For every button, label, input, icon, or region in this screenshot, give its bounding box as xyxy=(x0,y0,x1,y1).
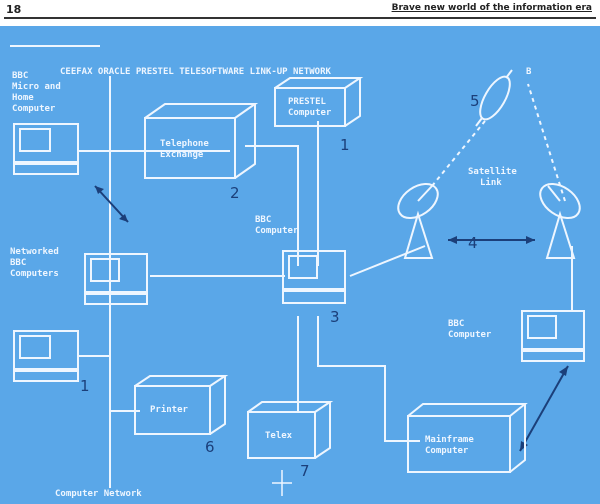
connection-lines xyxy=(78,76,573,474)
arrows xyxy=(94,185,569,452)
number-4: 4 xyxy=(468,234,478,252)
bbc-top-computer: BBC Micro and Home Computer xyxy=(12,71,79,175)
satellite-icon: 5 Satellite Link xyxy=(468,69,517,188)
telephone-exchange-node: Telephone Exchange 2 xyxy=(144,103,259,202)
line-exchange-center xyxy=(245,145,299,266)
dish-right-icon xyxy=(539,182,581,259)
svg-text:Exchange: Exchange xyxy=(160,150,204,160)
diagram-caption: CEEFAX ORACLE PRESTEL TELESOFTWARE LINK-… xyxy=(60,67,332,77)
svg-text:Satellite: Satellite xyxy=(468,166,517,177)
number-1-top: 1 xyxy=(340,136,350,154)
number-1-left: 1 xyxy=(80,377,90,395)
svg-text:Computers: Computers xyxy=(10,269,59,279)
running-title: Brave new world of the information era xyxy=(391,3,592,13)
bbc-center-node: BBC Computer 3 xyxy=(255,215,346,326)
svg-text:Telephone: Telephone xyxy=(160,139,209,149)
number-7: 7 xyxy=(300,462,310,480)
line-center-mainframe xyxy=(317,316,420,442)
networked-bbc-node: Networked BBC Computers xyxy=(10,247,148,305)
line-dish-satellite-right xyxy=(527,83,566,202)
number-2: 2 xyxy=(230,184,240,202)
svg-text:Mainframe: Mainframe xyxy=(425,434,474,445)
arrow-bbc-networked xyxy=(94,185,129,223)
svg-text:BBC: BBC xyxy=(10,258,26,268)
bbc-right-node: BBC Computer xyxy=(448,310,585,362)
mainframe-node: Mainframe Computer xyxy=(407,403,528,473)
svg-text:Link: Link xyxy=(480,177,502,188)
svg-text:Printer: Printer xyxy=(150,404,189,415)
number-5: 5 xyxy=(470,92,480,110)
printer-node: Printer 6 xyxy=(134,375,229,456)
page-header: 18 Brave new world of the information er… xyxy=(0,0,600,26)
header-rule xyxy=(4,17,596,19)
svg-text:Computer: Computer xyxy=(448,330,492,340)
svg-text:Networked: Networked xyxy=(10,247,59,257)
svg-text:Micro and: Micro and xyxy=(12,81,61,92)
svg-text:BBC: BBC xyxy=(255,215,271,225)
prestel-computer-node: PRESTEL Computer 1 xyxy=(274,77,364,154)
svg-text:BBC: BBC xyxy=(448,319,464,329)
svg-text:Computer: Computer xyxy=(425,446,469,456)
station-left-node: 1 xyxy=(13,330,90,395)
computer-network-label: Computer Network xyxy=(55,489,142,499)
number-6: 6 xyxy=(205,438,215,456)
svg-text:Telex: Telex xyxy=(265,431,293,441)
marker-b: B xyxy=(526,67,532,77)
svg-text:Computer: Computer xyxy=(255,226,299,236)
number-3: 3 xyxy=(330,308,340,326)
network-diagram: CEEFAX ORACLE PRESTEL TELESOFTWARE LINK-… xyxy=(10,45,585,499)
line-center-dish xyxy=(349,245,426,277)
svg-text:Computer: Computer xyxy=(12,104,56,114)
dish-left-icon xyxy=(397,182,439,259)
svg-text:Home: Home xyxy=(12,93,34,103)
telex-antenna-icon xyxy=(272,470,292,496)
page-number: 18 xyxy=(6,3,22,16)
diagram-panel: CEEFAX ORACLE PRESTEL TELESOFTWARE LINK-… xyxy=(0,26,600,504)
telex-node: Telex 7 xyxy=(247,401,334,480)
line-dish-satellite-left xyxy=(431,120,486,187)
svg-text:Computer: Computer xyxy=(288,108,332,118)
svg-text:BBC: BBC xyxy=(12,71,28,81)
arrow-mainframe-bbc xyxy=(519,365,569,452)
svg-text:PRESTEL: PRESTEL xyxy=(288,97,327,107)
